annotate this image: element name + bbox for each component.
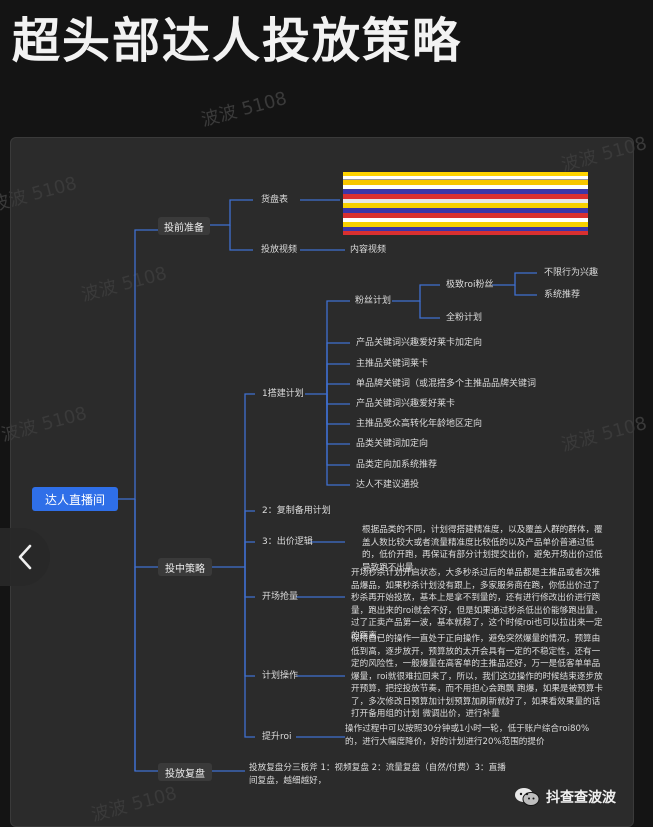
plan1-item[interactable]: 达人不建议通投 <box>356 480 420 490</box>
node-fans[interactable]: 粉丝计划 <box>355 296 392 306</box>
node-plan1[interactable]: 1搭建计划 <box>262 389 304 399</box>
chevron-left-icon[interactable] <box>0 528 50 586</box>
review-text: 投放复盘分三板斧 1：视频复盘 2：流量复盘（自然/付费）3：直播间复盘，越细越… <box>249 763 506 786</box>
plan1-item[interactable]: 主推品关键词莱卡 <box>356 359 429 369</box>
node-plan-op[interactable]: 计划操作 <box>262 671 299 681</box>
node-video[interactable]: 投放视频 <box>261 245 298 255</box>
plan1-item[interactable]: 单品牌关键词（或混搭多个主推品品牌关键词 <box>356 379 537 389</box>
account-name: 抖查查波波 <box>546 790 616 806</box>
node-goods[interactable]: 货盘表 <box>261 195 289 205</box>
node-roi[interactable]: 提升roi <box>262 732 292 742</box>
root-node[interactable]: 达人直播间 <box>32 487 118 511</box>
open-text: 开场秒杀计划开启状态，大多秒杀过后的单品都是主推品或者次推品爆品，如果秒杀计划没… <box>351 568 603 641</box>
node-fans-full[interactable]: 全粉计划 <box>446 313 483 323</box>
plan1-item[interactable]: 产品关键词兴趣爱好莱卡 <box>356 399 456 409</box>
plan1-item[interactable]: 主推品受众高转化年龄地区定向 <box>356 419 483 429</box>
goods-sheet-thumbnail <box>343 172 588 235</box>
node-plan2[interactable]: 2：复制备用计划 <box>262 506 331 516</box>
plan-op-text: 保持自己的操作一直处于正向操作，避免突然爆量的情况，预算由低到高，逐步放开，预算… <box>351 634 603 719</box>
plan1-item[interactable]: 品类关键词加定向 <box>356 439 429 449</box>
wechat-icon <box>515 788 540 806</box>
node-fans-roi-b[interactable]: 系统推荐 <box>544 290 581 300</box>
account-logo: 抖查查波波 <box>514 787 616 807</box>
plan3-text: 根据品类的不同，计划得搭建精准度，以及覆盖人群的群体，覆盖人数比较大或者流量精准… <box>362 525 603 573</box>
node-fans-roi[interactable]: 极致roi粉丝 <box>446 280 494 290</box>
plan1-item[interactable]: 产品关键词兴趣爱好莱卡加定向 <box>356 338 483 348</box>
node-plan3[interactable]: 3：出价逻辑 <box>262 537 313 547</box>
branch-mid[interactable]: 投中策略 <box>158 558 212 576</box>
roi-text: 操作过程中可以按照30分钟或1小时一轮，低于账户综合roi80%的，进行大幅度降… <box>345 724 590 747</box>
plan1-item[interactable]: 品类定向加系统推荐 <box>356 460 438 470</box>
node-fans-roi-a[interactable]: 不限行为兴趣 <box>544 268 599 278</box>
node-open[interactable]: 开场抢量 <box>262 592 299 602</box>
node-video-content[interactable]: 内容视频 <box>350 245 387 255</box>
branch-prep[interactable]: 投前准备 <box>158 217 210 235</box>
branch-review[interactable]: 投放复盘 <box>158 763 212 781</box>
mindmap-canvas <box>10 137 634 827</box>
page-title: 超头部达人投放策略 <box>12 13 463 69</box>
